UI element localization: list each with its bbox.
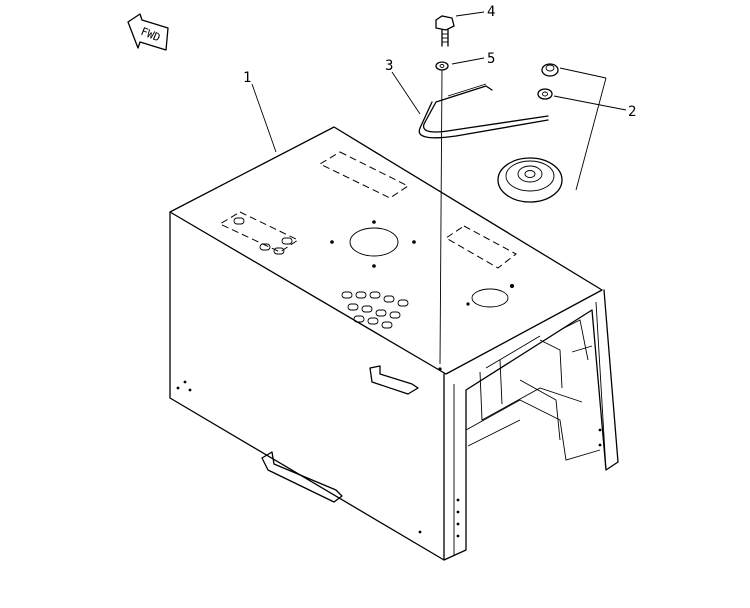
top-cutouts bbox=[218, 151, 517, 308]
assembly-axis-line bbox=[439, 69, 443, 365]
callout-rod: 3 bbox=[385, 58, 393, 74]
callout-mount: 2 bbox=[628, 104, 636, 120]
side-handles bbox=[261, 365, 419, 503]
callout-hood: 1 bbox=[243, 70, 251, 86]
callout-bolt: 4 bbox=[487, 4, 495, 20]
fwd-label: FWD bbox=[139, 25, 162, 44]
fwd-arrow-icon: FWD bbox=[127, 13, 169, 51]
washer-part bbox=[435, 61, 449, 71]
callout-washer: 5 bbox=[487, 51, 495, 67]
mount-part bbox=[497, 63, 563, 203]
leader-lines bbox=[251, 11, 627, 191]
bolt-part bbox=[435, 15, 455, 47]
frame-rivets bbox=[456, 428, 602, 538]
rod-part bbox=[418, 83, 549, 139]
hood-body bbox=[169, 126, 619, 561]
vent-slots bbox=[233, 217, 409, 329]
